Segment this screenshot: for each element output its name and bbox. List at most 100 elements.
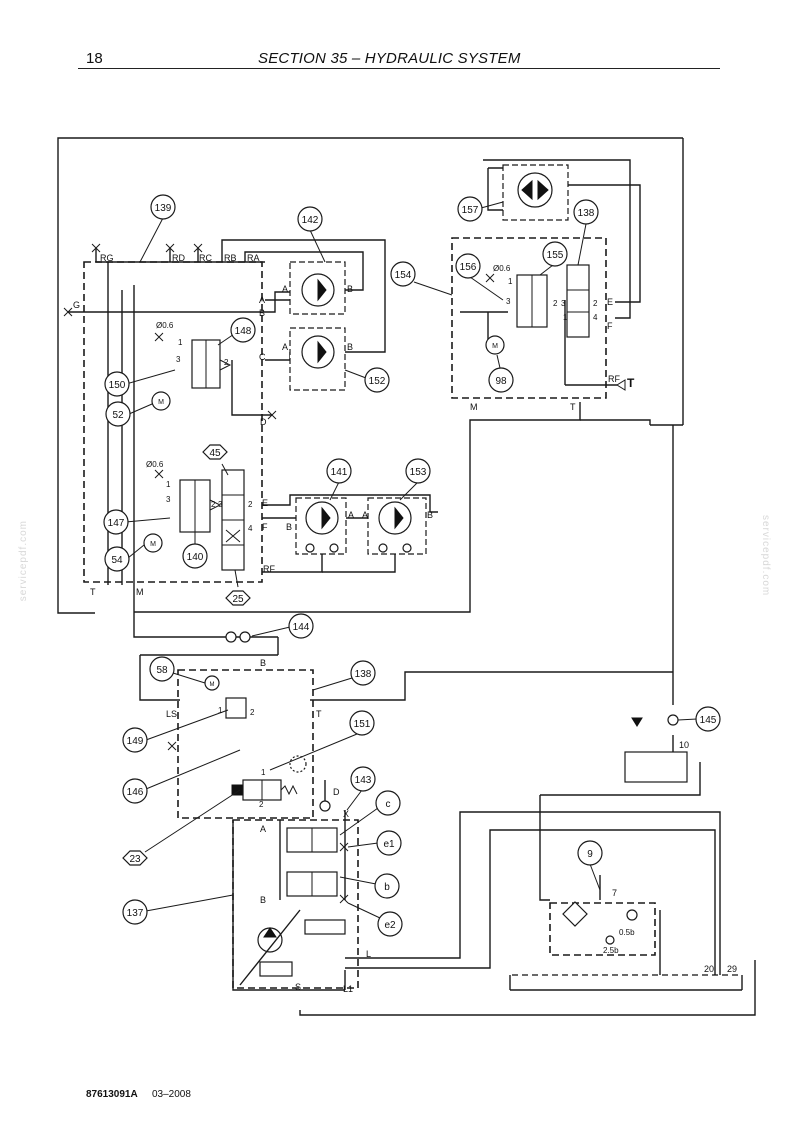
callout-e2: e2: [384, 920, 396, 931]
label-M-left: M: [136, 587, 144, 597]
label-2-e: 2: [593, 299, 598, 308]
label-A-141: A: [348, 510, 354, 520]
callout-147: 147: [108, 518, 125, 529]
label-3-b: 3: [166, 495, 171, 504]
label-RG: RG: [100, 253, 114, 263]
callout-148: 148: [235, 326, 252, 337]
callout-150: 150: [109, 380, 126, 391]
callout-25: 25: [232, 594, 244, 605]
label-A-152: A: [282, 342, 288, 352]
label-T-left: T: [90, 587, 96, 597]
dashed-enclosures: [83, 237, 656, 989]
callout-45: 45: [209, 448, 221, 459]
label-L: L: [366, 949, 371, 959]
label-F-left: F: [262, 522, 268, 532]
electric-motors: [143, 335, 505, 773]
label-1-f: 1: [218, 706, 223, 715]
label-RD: RD: [172, 253, 185, 263]
label-10: 10: [679, 740, 689, 750]
label-G: G: [73, 300, 80, 310]
label-LS: LS: [166, 709, 177, 719]
label-A-142: A: [282, 284, 288, 294]
label-T-right: T: [627, 376, 635, 390]
label-d06-c: Ø0.6: [493, 264, 511, 273]
label-S: S: [295, 982, 301, 992]
label-25b: 2.5b: [603, 946, 619, 955]
header-rule: [78, 68, 720, 69]
pump-valves: [286, 827, 338, 897]
label-motor-58: M: [210, 682, 215, 688]
callout-144: 144: [293, 622, 310, 633]
label-RB: RB: [224, 253, 237, 263]
label-1-g: 1: [261, 768, 266, 777]
label-A-lower: A: [260, 824, 266, 834]
label-B-153: B: [427, 510, 433, 520]
callout-137: 137: [127, 908, 144, 919]
callout-149: 149: [127, 736, 144, 747]
label-2-g: 2: [259, 800, 264, 809]
callout-140: 140: [187, 552, 204, 563]
doc-number: 87613091A: [86, 1089, 138, 1100]
label-7: 7: [612, 888, 617, 898]
callout-141: 141: [331, 467, 348, 478]
label-T-right-b: T: [570, 402, 576, 412]
callout-143: 143: [355, 775, 372, 786]
watermark-right: servicepdf.com: [760, 515, 771, 597]
valve-155: [516, 274, 548, 328]
motor-152: [289, 327, 346, 391]
pump-137: [239, 909, 346, 986]
label-RC: RC: [199, 253, 212, 263]
callout-152: 152: [369, 376, 386, 387]
label-M-right: M: [470, 402, 478, 412]
label-3-c: 3: [218, 500, 223, 509]
label-B-pump: B: [260, 895, 266, 905]
label-D-top: D: [260, 417, 267, 427]
motor-142: [289, 261, 346, 315]
label-A-top: A: [259, 295, 265, 305]
label-d06-a: Ø0.6: [156, 321, 174, 330]
callout-146: 146: [127, 787, 144, 798]
label-E-right: E: [607, 297, 613, 307]
label-3-a: 3: [176, 355, 181, 364]
motor-141: [295, 497, 347, 555]
label-4-c: 4: [248, 524, 253, 533]
label-motor-52: M: [158, 399, 164, 406]
label-B-142: B: [347, 284, 353, 294]
page-title: SECTION 35 – HYDRAULIC SYSTEM: [258, 50, 521, 67]
label-2-f: 2: [250, 708, 255, 717]
motor-157: [502, 164, 569, 221]
valve-148: [191, 339, 232, 389]
label-T-lower: T: [316, 709, 322, 719]
label-B-141: B: [286, 522, 292, 532]
callout-52: 52: [112, 410, 124, 421]
callout-9: 9: [587, 849, 593, 860]
callout-58: 58: [156, 665, 168, 676]
callouts: 139 142 148 150 52 152 45 141 153 147 14…: [103, 194, 721, 937]
label-4-e: 4: [593, 313, 598, 322]
callout-157: 157: [462, 205, 479, 216]
label-A-153: A: [362, 510, 368, 520]
label-20: 20: [704, 964, 714, 974]
label-C: C: [259, 352, 266, 362]
tank-10: [624, 751, 688, 783]
label-RF-right: RF: [608, 374, 620, 384]
label-F-right: F: [607, 321, 613, 331]
label-05b: 0.5b: [619, 928, 635, 937]
callout-154: 154: [395, 270, 412, 281]
label-2-c: 2: [248, 500, 253, 509]
label-X: X: [343, 809, 349, 819]
label-1-a: 1: [178, 338, 183, 347]
label-B-top: B: [259, 308, 265, 318]
valve-45: [221, 469, 245, 571]
callout-e1: e1: [383, 839, 395, 850]
valve-138-upper: [566, 264, 590, 338]
callout-23: 23: [129, 854, 141, 865]
label-E-left: E: [262, 498, 268, 508]
label-1-d: 1: [508, 277, 513, 286]
callout-142: 142: [302, 215, 319, 226]
label-motor-54: M: [150, 541, 156, 548]
label-2-b: 2: [211, 500, 216, 509]
label-L1: L1: [343, 984, 353, 994]
callout-138-upper: 138: [578, 208, 595, 219]
